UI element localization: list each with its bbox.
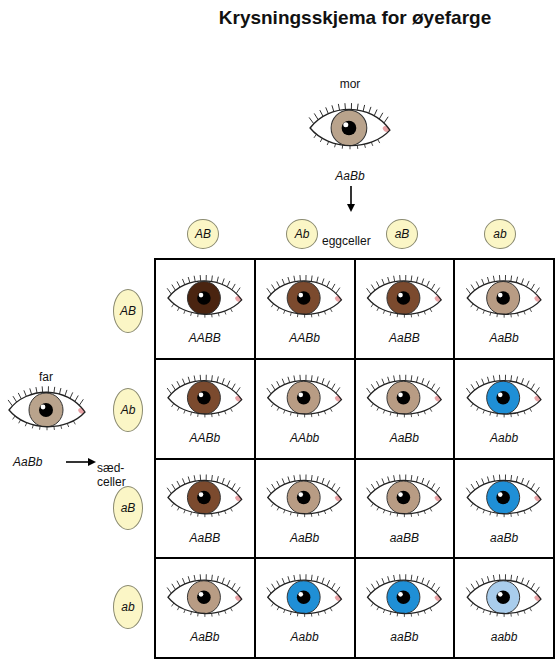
- parent-genotype: AaBb: [310, 169, 390, 183]
- eye-illustration: [167, 475, 242, 518]
- eye-illustration: [466, 475, 541, 518]
- genotype-cell: aaBb: [453, 458, 555, 560]
- eye-illustration: [367, 275, 442, 318]
- genotype-cell: aaBB: [354, 458, 456, 560]
- eye-illustration: [466, 574, 541, 617]
- eye-illustration: [267, 475, 342, 518]
- eye-illustration: [267, 574, 342, 617]
- gamete-genotype: aB: [121, 501, 136, 515]
- gamete-oval: ab: [113, 585, 143, 629]
- offspring-genotype: aabb: [455, 630, 553, 644]
- genotype-cell: AABb: [254, 258, 356, 360]
- genotype-cell: AAbb: [254, 358, 356, 460]
- gamete-oval: Ab: [286, 219, 318, 249]
- genotype-cell: AaBb: [254, 458, 356, 560]
- eye-illustration: [466, 375, 541, 418]
- eye-illustration: [267, 275, 342, 318]
- gamete-oval: aB: [113, 486, 143, 530]
- parent-label: mor: [310, 77, 390, 91]
- gamete-label: eggceller: [322, 234, 386, 248]
- genotype-cell: AaBB: [354, 258, 456, 360]
- genotype-cell: Aabb: [453, 358, 555, 460]
- offspring-genotype: AAbb: [256, 431, 354, 445]
- eye-illustration: [309, 103, 390, 149]
- parent-genotype: AaBb: [13, 455, 63, 469]
- offspring-genotype: aaBb: [455, 531, 553, 545]
- gamete-genotype: Ab: [121, 403, 136, 417]
- diagram-title: Krysningsskjema for øyefarge: [180, 6, 530, 30]
- eye-illustration: [167, 574, 242, 617]
- genotype-cell: AaBb: [453, 258, 555, 360]
- genotype-cell: AABb: [154, 358, 256, 460]
- eye-illustration: [367, 475, 442, 518]
- gamete-oval: aB: [386, 219, 418, 249]
- gamete-oval: AB: [187, 219, 219, 249]
- offspring-genotype: AABb: [156, 431, 254, 445]
- eye-illustration: [466, 275, 541, 318]
- offspring-genotype: AABB: [156, 331, 254, 345]
- parent-label: far: [16, 370, 76, 384]
- offspring-genotype: aaBb: [356, 630, 454, 644]
- genotype-cell: AaBb: [154, 557, 256, 659]
- genotype-cell: AaBb: [354, 358, 456, 460]
- eye-illustration: [267, 375, 342, 418]
- eye-illustration: [367, 574, 442, 617]
- offspring-genotype: AaBB: [156, 531, 254, 545]
- gamete-genotype: ab: [493, 227, 506, 241]
- genotype-cell: aaBb: [354, 557, 456, 659]
- offspring-genotype: AaBB: [356, 331, 454, 345]
- eye-illustration: [8, 386, 85, 430]
- gamete-oval: ab: [484, 219, 516, 249]
- offspring-genotype: Aabb: [455, 431, 553, 445]
- offspring-genotype: AaBb: [455, 331, 553, 345]
- gamete-genotype: aB: [395, 227, 410, 241]
- offspring-genotype: AaBb: [156, 630, 254, 644]
- genotype-cell: Aabb: [254, 557, 356, 659]
- gamete-genotype: Ab: [295, 227, 310, 241]
- gamete-oval: AB: [113, 289, 143, 333]
- offspring-genotype: Aabb: [256, 630, 354, 644]
- offspring-genotype: AaBb: [356, 431, 454, 445]
- gamete-oval: Ab: [113, 388, 143, 432]
- gamete-genotype: AB: [195, 227, 211, 241]
- arrow-head: [347, 204, 355, 212]
- genotype-cell: AaBB: [154, 458, 256, 560]
- genotype-cell: aabb: [453, 557, 555, 659]
- offspring-genotype: aaBB: [356, 531, 454, 545]
- offspring-genotype: AABb: [256, 331, 354, 345]
- arrow-head: [88, 458, 96, 466]
- offspring-genotype: AaBb: [256, 531, 354, 545]
- gamete-label: sæd- celler: [97, 461, 135, 489]
- eye-illustration: [167, 275, 242, 318]
- eye-illustration: [367, 375, 442, 418]
- gamete-genotype: AB: [120, 304, 136, 318]
- eye-illustration: [167, 375, 242, 418]
- gamete-genotype: ab: [121, 600, 134, 614]
- genotype-cell: AABB: [154, 258, 256, 360]
